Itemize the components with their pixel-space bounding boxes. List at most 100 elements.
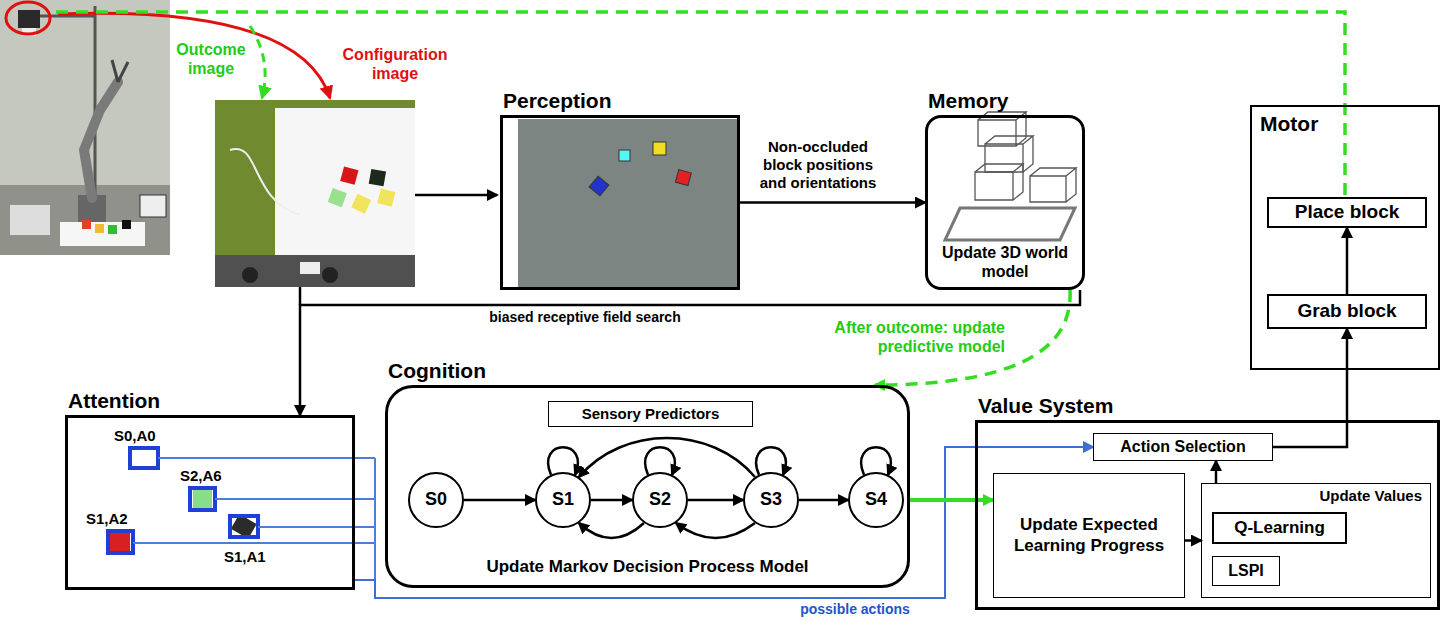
box-heading: Attention: [68, 388, 160, 413]
action-label: S1,A2: [86, 510, 128, 528]
illustration-part: [340, 166, 358, 184]
process-box: Place block: [1267, 197, 1427, 228]
box-heading: Cognition: [388, 358, 486, 383]
update-values-box: Update ValuesQ-LearningLSPI: [1201, 483, 1431, 598]
process-box: Update Expected Learning Progress: [993, 473, 1185, 598]
process-box: Sensory Predictors: [548, 401, 753, 427]
configuration-arrow: [58, 13, 330, 98]
box-heading: Perception: [503, 88, 612, 113]
connector-arrow: [1346, 228, 1349, 294]
illustration-part: [108, 225, 117, 234]
illustration-part: [230, 149, 300, 215]
action-label: S1,A1: [224, 548, 266, 566]
illustration-part: [0, 0, 170, 255]
perception-box: Perception: [500, 115, 740, 290]
illustration-part: [6, 2, 50, 34]
state-circle: S3: [743, 472, 799, 528]
connector-arrow: [464, 499, 535, 502]
illustration-part: [377, 188, 395, 206]
illustration-part: [518, 119, 737, 287]
illustration-part: [10, 205, 50, 235]
robot-photo: [0, 0, 170, 255]
illustration-part: [112, 60, 118, 82]
connector-arrow: [300, 290, 1080, 415]
illustration-part: [108, 531, 133, 553]
illustration-part: [369, 169, 386, 186]
illustration-part: [1030, 168, 1076, 202]
illustration-part: [122, 220, 131, 229]
illustration-part: [82, 220, 91, 229]
connector-arrow: [688, 499, 743, 502]
illustration-part: [322, 267, 338, 283]
camera-image: [215, 100, 415, 287]
edge-label: biased receptive field search: [450, 309, 720, 326]
box-heading: Memory: [928, 88, 1009, 113]
box-heading: Value System: [978, 393, 1113, 418]
illustration-part: [84, 82, 118, 198]
illustration-part: [300, 262, 320, 274]
box-text: S2: [649, 489, 671, 511]
illustration-part: [140, 195, 166, 217]
process-box: Action Selection: [1093, 433, 1273, 461]
illustration-part: [215, 100, 415, 287]
box-text: Action Selection: [1120, 437, 1245, 456]
connector-arrow: [740, 201, 925, 204]
connector-arrow: [591, 499, 632, 502]
illustration-part: [130, 448, 158, 468]
box-body: Update 3D world model: [932, 243, 1078, 281]
illustration-part: [242, 267, 258, 283]
connector-arrow: [548, 447, 578, 475]
illustration-part: [945, 208, 1075, 240]
box-text: Q-Learning: [1234, 518, 1325, 538]
perception-view: [518, 119, 737, 287]
illustration-part: [328, 188, 347, 207]
edge-label: After outcome: update predictive model: [795, 318, 1005, 356]
connector-arrow: [355, 447, 1093, 598]
state-circle: S1: [535, 472, 591, 528]
connector-arrow: [676, 523, 755, 538]
illustration-part: [275, 108, 415, 258]
world-model-sketch: [945, 112, 1076, 240]
action-label: S0,A0: [114, 427, 156, 445]
action-label: S2,A6: [180, 467, 222, 485]
image-to-perception-arrow: [415, 194, 497, 197]
cognition-box: CognitionUpdate Markov Decision Process …: [385, 385, 910, 588]
connector-arrow: [861, 447, 891, 475]
process-box: Grab block: [1267, 294, 1427, 329]
outcome-arrow: [250, 26, 265, 98]
box-text: S3: [760, 489, 782, 511]
image-search-line: [299, 287, 302, 305]
illustration-part: [18, 10, 40, 28]
box-heading: Motor: [1260, 111, 1318, 136]
attention-box: Attention: [65, 415, 355, 590]
connector-arrow: [579, 438, 755, 477]
attention-map: [108, 448, 375, 580]
illustration-part: [589, 176, 609, 196]
illustration-part: [110, 533, 130, 551]
illustration-part: [60, 222, 145, 246]
state-circle: S4: [848, 472, 904, 528]
connector-arrow: [756, 447, 786, 475]
memory-box: MemoryUpdate 3D world model: [925, 115, 1085, 290]
box-text: S1: [552, 489, 574, 511]
box-body: Update Markov Decision Process Model: [388, 557, 907, 577]
illustration-part: [118, 62, 128, 82]
box-text: LSPI: [1228, 561, 1264, 580]
connector-arrow: [799, 499, 848, 502]
box-text: Grab block: [1297, 300, 1396, 323]
illustration-part: [193, 490, 212, 508]
process-box: Q-Learning: [1212, 512, 1347, 544]
connector-arrow: [1185, 539, 1201, 542]
image-caption: Configuration image: [335, 45, 455, 83]
illustration-part: [215, 255, 415, 287]
box-text: Update Expected Learning Progress: [1000, 515, 1178, 556]
box-heading: Update Values: [1319, 487, 1422, 505]
edge-label: Non-occluded block positions and orienta…: [752, 138, 884, 192]
illustration-part: [95, 224, 104, 233]
box-text: Sensory Predictors: [582, 405, 720, 423]
illustration-part: [619, 150, 630, 161]
illustration-part: [0, 185, 170, 255]
edge-label: possible actions: [775, 601, 935, 618]
connector-arrow: [579, 523, 644, 538]
connector-arrow: [1273, 329, 1347, 447]
